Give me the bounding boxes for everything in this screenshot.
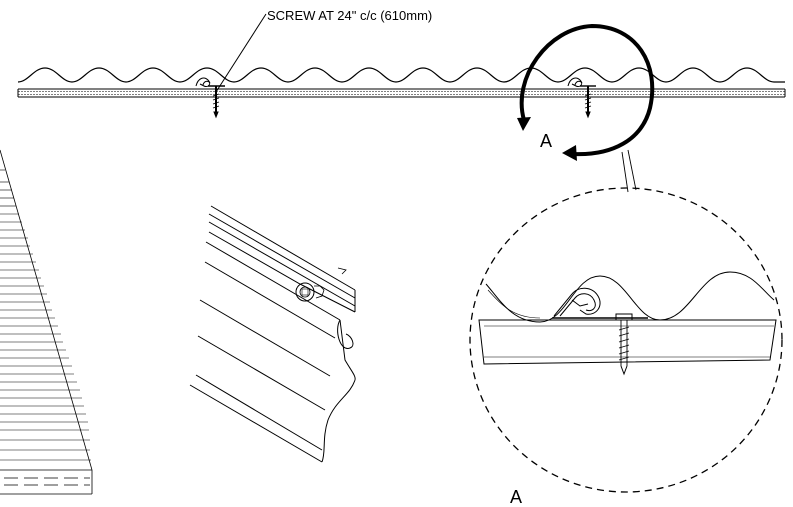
detail-corrugated-panel	[485, 271, 775, 323]
detail-screw	[615, 313, 633, 376]
callout-leader-line	[215, 13, 267, 93]
arrowhead-top	[517, 117, 531, 131]
screw-2	[584, 86, 592, 119]
screw-spacing-callout: SCREW AT 24" c/c (610mm)	[267, 8, 432, 23]
detail-marker-a: A	[517, 23, 655, 193]
detail-boundary	[469, 187, 783, 493]
hidden-edge-lines	[4, 477, 90, 486]
panel-lines	[0, 169, 91, 461]
rotation-arrow	[519, 23, 655, 157]
clip-fastener-1	[195, 77, 225, 119]
detail-deck	[478, 319, 777, 365]
arrowhead-bottom	[562, 145, 577, 161]
detail-view-a: A	[469, 187, 783, 507]
bolt-head	[295, 282, 325, 302]
clip-fastener-2	[567, 77, 596, 119]
panel-section-view: SCREW AT 24" c/c (610mm)	[17, 8, 786, 119]
screw-1	[212, 86, 220, 119]
stacked-panels-view	[0, 149, 93, 495]
isometric-panel-view	[189, 205, 356, 463]
deck-strip	[17, 88, 786, 98]
marker-label-a: A	[540, 131, 552, 151]
corrugated-panel-profile	[17, 67, 785, 83]
detail-label-a: A	[510, 487, 522, 507]
